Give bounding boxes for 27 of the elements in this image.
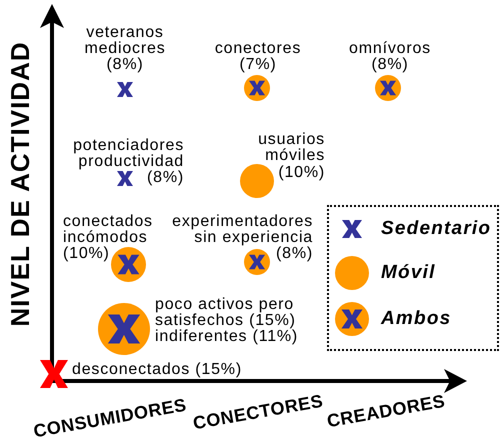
segment-label: veteranos mediocres (8%) <box>83 25 166 73</box>
segment-label: (10%) <box>278 165 325 181</box>
segment-label: potenciadores productividad <box>72 138 184 170</box>
segment-label: experimentadores sin experiencia <box>171 214 313 246</box>
segment-label: omnívoros (8%) <box>348 41 432 73</box>
segment-label: (8%) <box>147 170 184 186</box>
segment-label: usuarios móviles <box>257 132 325 164</box>
legend-label: Móvil <box>381 262 436 284</box>
cross-marker-icon <box>117 170 133 186</box>
crossed-circle-marker-icon <box>98 303 150 355</box>
cross-marker-icon <box>117 82 133 96</box>
segment-label: (8%) <box>276 246 313 262</box>
legend-label: Ambos <box>381 308 452 330</box>
circle-marker-icon <box>240 164 274 198</box>
segment-label: desconectados (15%) <box>72 362 242 378</box>
segment-label: poco activos pero satisfechos (15%) <box>155 297 297 329</box>
crossed-circle-marker-icon <box>244 249 270 275</box>
segment-label: indiferentes (11%) <box>155 329 298 345</box>
segment-label: conectores (7%) <box>214 41 302 73</box>
axis-title: NIVEL DE ACTIVIDAD <box>7 41 33 327</box>
segment-label: (10%) <box>63 246 110 262</box>
cross-marker-icon <box>40 360 68 388</box>
crossed-circle-marker-icon <box>375 75 401 101</box>
crossed-circle-marker-icon <box>244 75 270 101</box>
legend-label: Sedentario <box>381 218 492 240</box>
segment-label: conectados incómodos <box>63 214 154 246</box>
crossed-circle-marker-icon <box>110 246 146 282</box>
